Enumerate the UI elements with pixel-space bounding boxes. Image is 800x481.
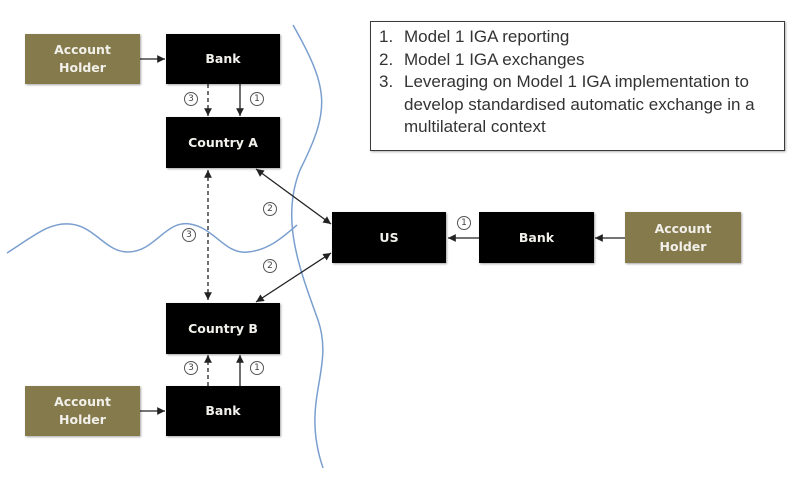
arrow-country-b-us [255, 252, 332, 303]
badge-lower-2: 2 [263, 259, 277, 273]
legend-item-text: Model 1 IGA reporting [404, 27, 570, 46]
legend-box: 1. Model 1 IGA reporting 2. Model 1 IGA … [370, 21, 785, 151]
account-holder-top-node: Account Holder [25, 34, 140, 84]
badge-top-1: 1 [250, 92, 264, 106]
horizontal-border-line [6, 223, 298, 254]
us-node: US [332, 212, 446, 263]
vertical-border-line [290, 24, 324, 469]
badge-upper-2: 2 [263, 202, 277, 216]
badge-bottom-1: 1 [250, 361, 264, 375]
legend-item-number: 3. [379, 72, 394, 91]
arrow-country-a-us [255, 168, 332, 225]
legend-item-text: Leveraging on Model 1 IGA implementation… [404, 72, 755, 136]
badge-bottom-3: 3 [184, 361, 198, 375]
account-holder-right-node: Account Holder [625, 212, 741, 263]
bank-top-node: Bank [166, 34, 280, 84]
legend-item: 3. Leveraging on Model 1 IGA implementat… [379, 71, 784, 139]
account-holder-bottom-node: Account Holder [25, 386, 140, 436]
legend-item: 1. Model 1 IGA reporting [379, 26, 784, 49]
bank-bottom-node: Bank [166, 386, 280, 436]
legend-item: 2. Model 1 IGA exchanges [379, 49, 784, 72]
legend-item-number: 2. [379, 49, 394, 69]
country-b-node: Country B [166, 303, 280, 354]
country-a-node: Country A [166, 117, 280, 168]
bank-right-node: Bank [479, 212, 594, 263]
badge-mid-3: 3 [182, 228, 196, 242]
legend-item-text: Model 1 IGA exchanges [404, 49, 585, 69]
badge-top-3: 3 [184, 92, 198, 106]
legend-item-number: 1. [379, 27, 394, 46]
badge-right-1: 1 [457, 216, 471, 230]
